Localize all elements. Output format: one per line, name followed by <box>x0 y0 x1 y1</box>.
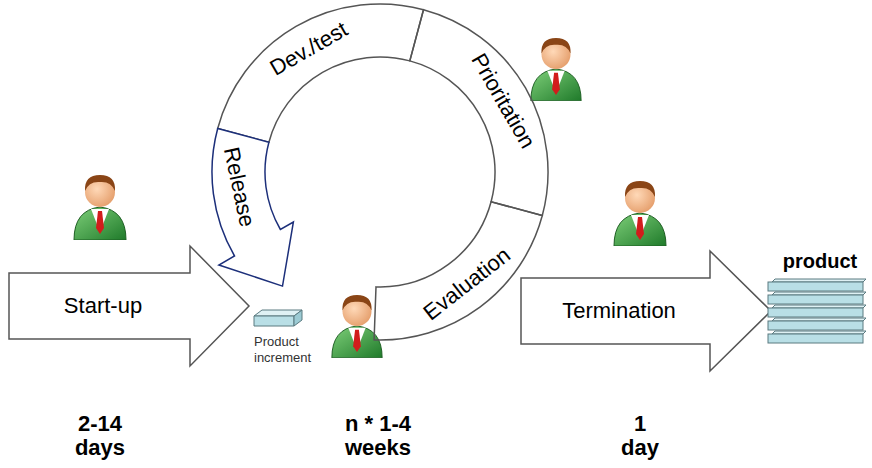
person-icon <box>531 38 581 101</box>
block-arrow-shape <box>521 251 771 371</box>
release-arrow: Release <box>180 0 580 372</box>
duration-label: n * 1-4 weeks <box>330 412 426 460</box>
slab-front <box>768 308 863 317</box>
product-label: product <box>783 250 857 273</box>
startup-arrow-label: Start-up <box>64 293 142 319</box>
product-stack: product <box>766 250 868 355</box>
termination-arrow: Termination <box>520 250 772 372</box>
devtest-segment-label: Dev./test <box>266 17 353 82</box>
slab-front <box>768 321 863 330</box>
slab-front <box>768 282 863 291</box>
person-icon <box>74 175 126 240</box>
ring-segment-shape <box>410 10 548 216</box>
startup-arrow: Start-up <box>8 245 250 367</box>
increment-label: Product increment <box>254 334 320 365</box>
block-arrow-shape <box>9 246 249 366</box>
release-arrow-shape <box>212 129 293 287</box>
product-increment: Product increment <box>250 306 340 370</box>
duration-label: 1 day <box>613 412 667 460</box>
box-front <box>254 316 294 326</box>
duration-label: 2-14 days <box>58 412 142 460</box>
box-side <box>294 310 302 326</box>
slab-front <box>768 295 863 304</box>
termination-arrow-label: Termination <box>562 298 676 324</box>
person-icon <box>614 181 666 246</box>
ring-segment-shape <box>218 4 424 142</box>
evaluation-segment-label: Evaluation <box>419 242 516 326</box>
prioritation-segment-label: Prioritation <box>465 49 540 153</box>
slab-front <box>768 334 863 343</box>
ring-segment-shape <box>374 202 542 340</box>
